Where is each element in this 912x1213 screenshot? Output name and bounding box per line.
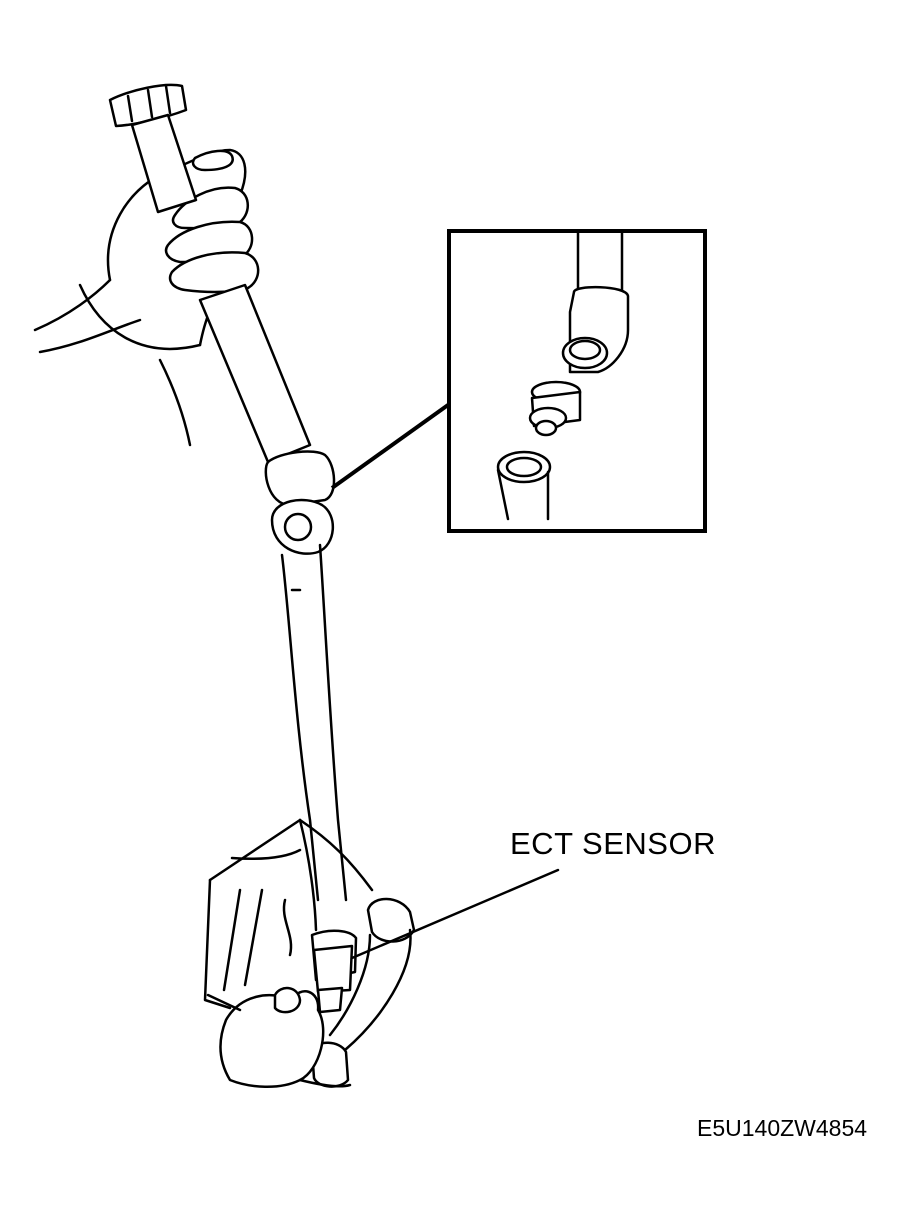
- ect-sensor-leader-line: [350, 868, 560, 960]
- detail-inset: [447, 229, 707, 533]
- torque-wrench: [108, 83, 358, 1014]
- lower-hand-and-engine-illustration: [203, 818, 416, 1088]
- upper-hand-illustration: [33, 148, 260, 447]
- inset-leader-line: [330, 403, 450, 490]
- ect-sensor-label: ECT SENSOR: [510, 826, 716, 861]
- figure-code: E5U140ZW4854: [697, 1115, 868, 1141]
